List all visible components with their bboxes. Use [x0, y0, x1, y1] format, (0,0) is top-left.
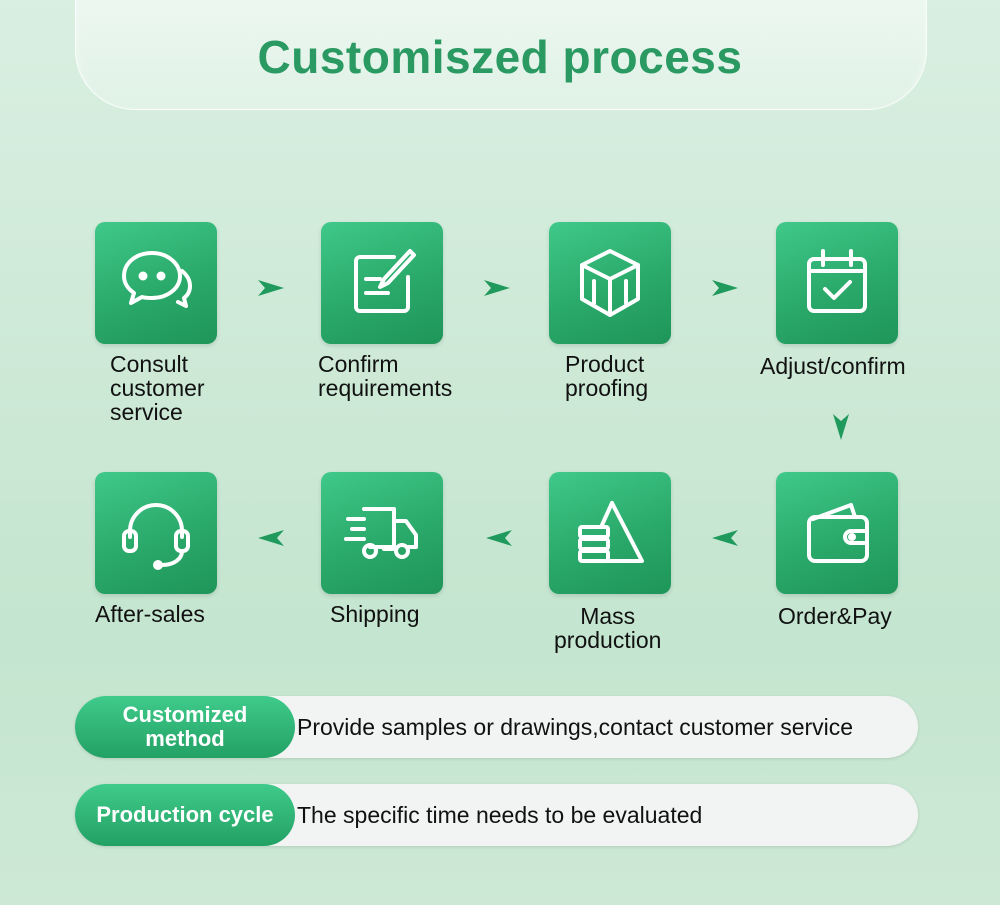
- info-row-cycle: Production cycle The specific time needs…: [75, 784, 918, 846]
- headset-icon: [122, 503, 190, 570]
- page-title: Customiszed process: [257, 31, 743, 83]
- step-proofing-tile: [549, 222, 671, 344]
- arrow-down-icon: [833, 414, 849, 440]
- step-adjust-tile: [776, 222, 898, 344]
- arrow-left-icon: [712, 530, 738, 546]
- step-shipping-tile: [321, 472, 443, 594]
- arrow-right-icon: [712, 280, 738, 296]
- step-shipping-label: Shipping: [330, 601, 420, 627]
- edit-document-icon: [354, 249, 416, 313]
- arrow-right-icon: [484, 280, 510, 296]
- step-order-tile: [776, 472, 898, 594]
- step-proofing-label: Product proofing: [565, 351, 649, 401]
- step-consult-tile: [95, 222, 217, 344]
- step-aftersales-label: After-sales: [95, 601, 205, 627]
- step-confirm-label: Confirm requirements: [318, 351, 453, 401]
- title-panel: [75, 0, 927, 110]
- step-adjust-label: Adjust/confirm: [760, 353, 906, 379]
- info-tag-method: Customized method: [75, 696, 295, 758]
- info-row-method: Customized method Provide samples or dra…: [75, 696, 918, 758]
- step-mass-label: Mass production: [554, 603, 662, 653]
- arrow-left-icon: [486, 530, 512, 546]
- arrow-left-icon: [258, 530, 284, 546]
- step-confirm-tile: [321, 222, 443, 344]
- step-order-label: Order&Pay: [778, 603, 892, 629]
- wallet-icon: [807, 503, 869, 563]
- cube-box-icon: [580, 249, 640, 317]
- chat-bubbles-icon: [122, 251, 192, 308]
- production-stack-icon: [578, 501, 644, 563]
- calendar-check-icon: [807, 249, 867, 313]
- arrow-right-icon: [258, 280, 284, 296]
- info-text-cycle: The specific time needs to be evaluated: [297, 801, 703, 828]
- step-consult-label: Consult customer service: [110, 351, 205, 425]
- info-tag-cycle: Production cycle: [75, 784, 295, 846]
- delivery-truck-icon: [344, 507, 418, 559]
- step-mass-tile: [549, 472, 671, 594]
- step-aftersales-tile: [95, 472, 217, 594]
- info-text-method: Provide samples or drawings,contact cust…: [297, 713, 854, 740]
